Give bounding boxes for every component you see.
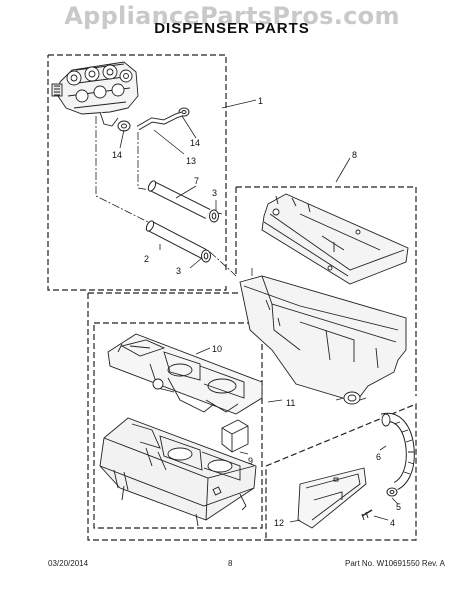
dispenser-drawer-body <box>99 417 257 527</box>
dispenser-handle <box>297 467 367 529</box>
inlet-hose <box>136 111 183 131</box>
connector-lines <box>95 116 253 302</box>
callout-labels: 1 14 14 13 7 3 2 3 8 10 11 9 6 5 4 12 <box>112 96 401 528</box>
callout-14a: 14 <box>190 138 200 148</box>
callout-14b: 14 <box>112 150 122 160</box>
fill-hose-lower <box>145 220 207 259</box>
group-box-hose <box>265 403 417 541</box>
diagram-title: DISPENSER PARTS <box>154 20 310 37</box>
clamp-hose-lower <box>201 249 211 263</box>
callout-11: 11 <box>286 398 295 408</box>
callout-9: 9 <box>248 456 253 466</box>
callout-2: 2 <box>144 254 149 264</box>
callout-10: 10 <box>212 344 222 354</box>
callout-5: 5 <box>396 502 401 512</box>
callout-4: 4 <box>390 518 395 528</box>
group-box-drawer <box>87 292 270 541</box>
callout-12: 12 <box>274 518 284 528</box>
fill-hose-upper <box>147 180 211 219</box>
callout-3b: 3 <box>176 266 181 276</box>
callout-1: 1 <box>258 96 263 106</box>
leader-lines <box>119 99 399 523</box>
siphon-cap <box>221 419 249 453</box>
watermark: AppliancePartsPros.com <box>64 2 400 30</box>
callout-8: 8 <box>352 150 357 160</box>
group-box-inner-drawer <box>93 322 263 529</box>
dispenser-housing <box>239 275 407 405</box>
footer-part-number: Part No. W10691550 Rev. A <box>345 559 445 568</box>
hose-clamp-lower <box>117 120 131 132</box>
mounting-screw <box>361 509 373 521</box>
clamp-hose-upper <box>209 209 219 223</box>
dispenser-drawer-top <box>107 333 263 415</box>
callout-7: 7 <box>194 176 199 186</box>
footer-date: 03/20/2014 <box>48 559 89 568</box>
callout-6: 6 <box>376 452 381 462</box>
footer-page-number: 8 <box>228 559 233 568</box>
group-box-dispenser-housing <box>235 186 417 396</box>
callout-13: 13 <box>186 156 196 166</box>
group-box-valves <box>47 54 227 291</box>
water-valve-assembly <box>51 61 139 127</box>
dispenser-cover <box>261 193 409 285</box>
dispenser-drain-hose <box>380 412 415 491</box>
callout-3a: 3 <box>212 188 217 198</box>
drain-hose-clamp <box>386 487 398 497</box>
